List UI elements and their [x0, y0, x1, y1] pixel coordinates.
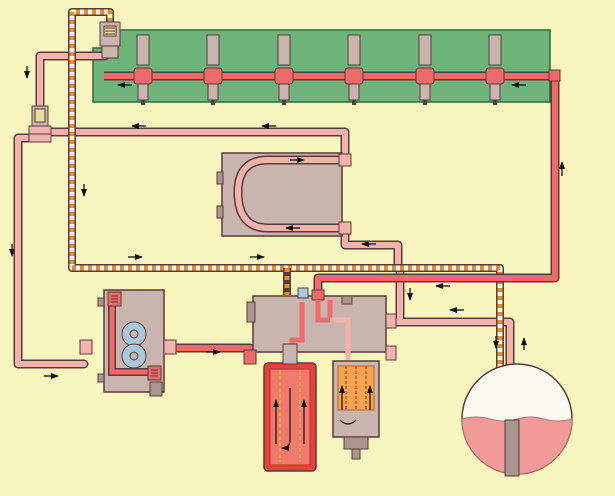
tank-pickup-tube	[504, 419, 520, 477]
flow-arrows	[9, 66, 565, 379]
filter-vent-plug	[297, 287, 309, 299]
fuel-injectors	[133, 34, 561, 105]
check-valve	[28, 105, 52, 143]
engine-block	[92, 29, 551, 103]
fuel-injector	[203, 34, 223, 105]
fuel-cooler	[216, 152, 352, 237]
fuel-injector	[485, 34, 505, 105]
fuel-tank	[461, 363, 573, 477]
pump-gear-top	[121, 321, 147, 347]
fuel-injector	[133, 34, 153, 105]
filter-head	[243, 287, 397, 365]
rail-fitting	[548, 69, 561, 82]
leak-off-line	[68, 8, 504, 420]
main-fuel-filter	[263, 343, 317, 472]
fuel-injector	[344, 34, 364, 105]
water-separator	[332, 360, 380, 460]
fuel-injector	[415, 34, 435, 105]
pump-gear-bottom	[121, 343, 147, 369]
fuel-injector	[274, 34, 294, 105]
pressure-relief-valve	[99, 21, 121, 59]
fuel-transfer-pump	[79, 289, 177, 397]
